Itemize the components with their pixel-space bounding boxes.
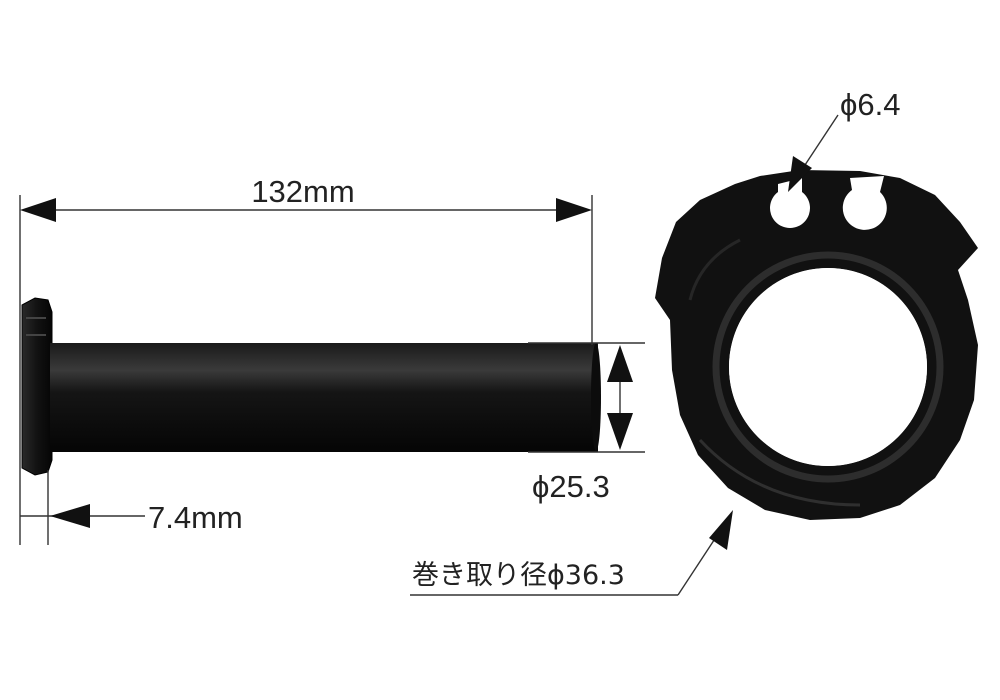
- ring-hole: [729, 268, 927, 466]
- hole-diameter-leader: ϕ6.4: [788, 87, 900, 192]
- tube-end: [591, 343, 601, 451]
- arrow-winding: [709, 510, 733, 550]
- ring-inner-lip: [712, 251, 944, 483]
- outer-diameter-label: ϕ25.3: [532, 469, 610, 504]
- winding-diameter-leader: 巻き取り径ϕ36.3: [410, 510, 733, 596]
- arrow-up: [607, 345, 633, 382]
- arrow-hole: [788, 156, 812, 192]
- winding-diameter-label: 巻き取り径ϕ36.3: [412, 560, 625, 591]
- arrow-right: [556, 198, 592, 222]
- ring-front-view: [655, 170, 978, 520]
- flange-label: 7.4mm: [148, 500, 243, 535]
- notch-hole-right: [842, 176, 887, 230]
- hole-diameter-label: ϕ6.4: [840, 87, 900, 122]
- flange-dimension: 7.4mm: [19, 470, 243, 545]
- tube-flange: [21, 297, 53, 476]
- notch-hole-left: [769, 178, 810, 228]
- tube-body: [50, 343, 598, 452]
- arrow-left: [20, 198, 56, 222]
- ring-highlight: [688, 238, 741, 301]
- outer-diameter-dimension: ϕ25.3: [528, 342, 645, 504]
- length-label: 132mm: [251, 174, 354, 209]
- arrow-down: [607, 413, 633, 450]
- length-dimension: 132mm: [19, 174, 593, 470]
- arrow-flange: [50, 504, 90, 528]
- tube-side-view: [21, 297, 601, 476]
- ring-highlight: [698, 438, 861, 507]
